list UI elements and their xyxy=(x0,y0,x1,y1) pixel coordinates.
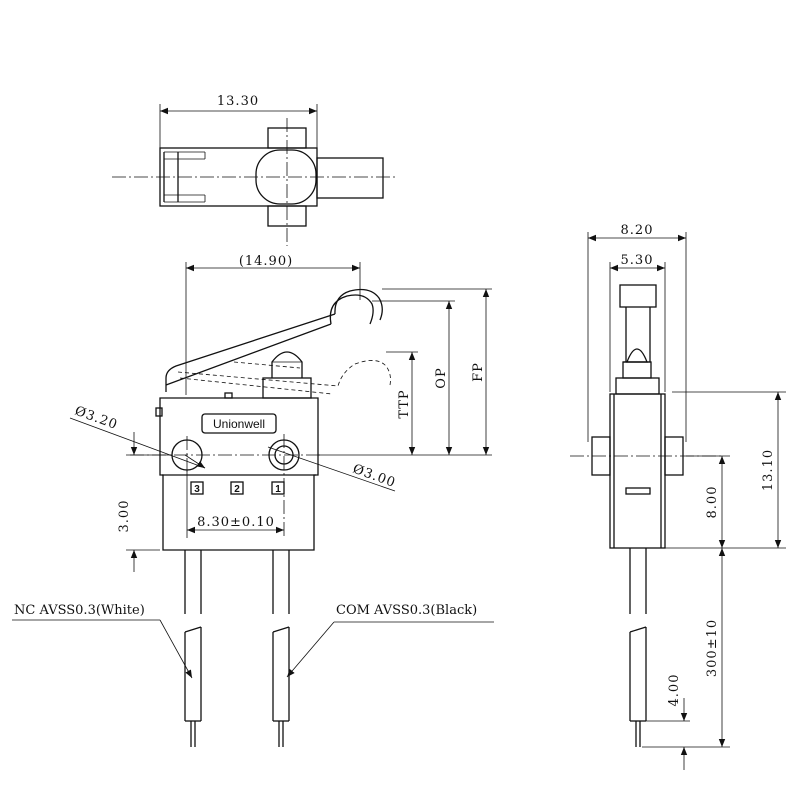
lever-roller-hook xyxy=(334,288,383,321)
plunger-housing xyxy=(262,377,312,399)
side-height-dimension: 13.10 xyxy=(761,449,776,491)
hole-height-dimension: 3.00 xyxy=(117,500,132,533)
side-view: 8.20 5.30 xyxy=(570,223,786,770)
pin-1-box xyxy=(271,481,285,495)
hole-right-leader xyxy=(267,446,396,492)
side-body xyxy=(609,393,666,549)
com-lead-label: COM AVSS0.3(Black) xyxy=(336,603,477,618)
brand-label: Unionwell xyxy=(213,417,265,431)
hole-left-diameter: Ø3.20 xyxy=(73,404,120,433)
top-view: 13.30 xyxy=(112,94,398,246)
ttp-dimension: TTP xyxy=(397,389,412,418)
side-plunger xyxy=(626,348,648,363)
pin-3-box xyxy=(190,481,204,495)
top-width-dimension: 13.30 xyxy=(217,94,259,109)
plunger-width-dimension: 5.30 xyxy=(621,253,654,268)
fp-dimension: FP xyxy=(471,362,486,382)
top-actuator xyxy=(316,157,384,199)
nc-lead-label: NC AVSS0.3(White) xyxy=(14,603,145,618)
front-leads xyxy=(184,550,290,747)
side-lever-roller xyxy=(619,284,657,308)
lever-arm xyxy=(165,313,336,392)
brand-label-box xyxy=(201,413,277,434)
pin-3-label: 3 xyxy=(194,484,200,495)
plunger xyxy=(271,351,303,378)
side-width-dimension: 8.20 xyxy=(621,223,654,238)
hole-right-diameter: Ø3.00 xyxy=(351,462,398,491)
switch-body xyxy=(159,397,319,551)
strip-length-dimension: 4.00 xyxy=(667,674,682,707)
pin-2-box xyxy=(230,481,244,495)
side-hole-height-dimension: 8.00 xyxy=(705,486,720,519)
lead-length-dimension: 300±10 xyxy=(705,619,720,677)
overall-length-dimension: (14.90) xyxy=(239,254,293,269)
pin-2-label: 2 xyxy=(234,484,240,495)
hole-spacing-dimension: 8.30±0.10 xyxy=(197,515,275,530)
op-dimension: OP xyxy=(434,367,449,388)
front-view: (14.90) Unionwell Ø3.20 Ø3.0 xyxy=(12,254,494,747)
hole-left-leader xyxy=(69,417,206,469)
pin-1-label: 1 xyxy=(275,484,281,495)
